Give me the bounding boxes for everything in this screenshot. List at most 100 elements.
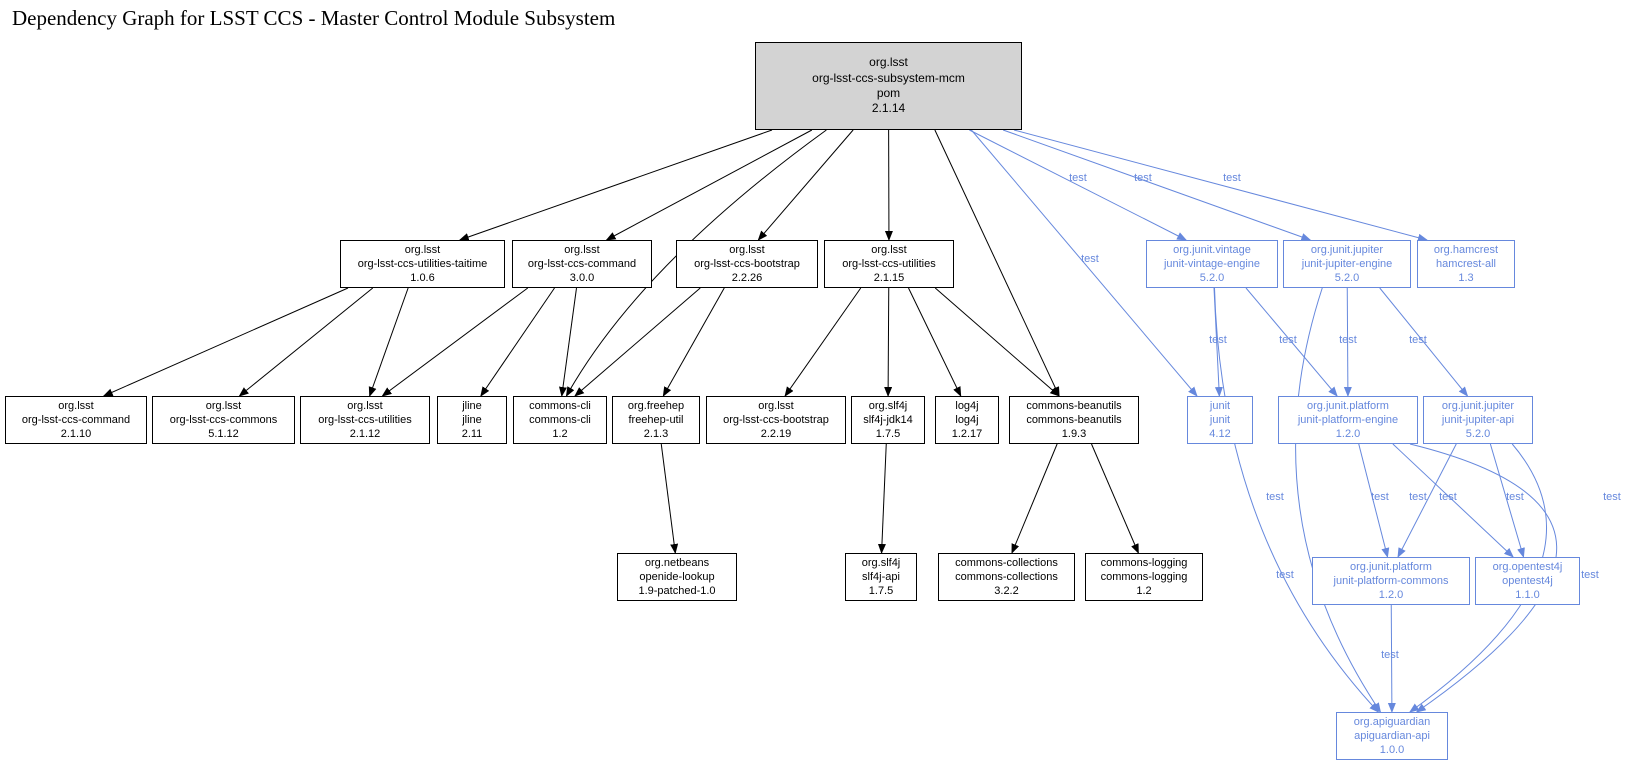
edge-slf4jJdk-slf4jApi [877,443,887,554]
edge-scope-label: test [1409,334,1427,346]
node-version: 1.2.17 [951,428,983,441]
graph-title: Dependency Graph for LSST CCS - Master C… [12,6,616,30]
node-group-id: org.netbeans [644,556,710,569]
node-artifact-id: commons-beanutils [1026,413,1122,426]
edge-scope-label: test [1223,172,1241,184]
edge-scope-label: test [1371,491,1389,503]
node-artifact-id: openide-lookup [639,570,715,583]
node-artifact-id: slf4j-jdk14 [863,413,913,426]
edge-mcm-jupiterEngine [1002,129,1312,241]
node-artifact-id: org-lsst-ccs-command [21,413,131,426]
edge-command3-commonsCli [559,287,577,397]
edge-jupiterEngine-platformEngine [1343,287,1352,397]
edge-platformEngine-platformCommons [1358,443,1390,558]
node-group-id: log4j [955,399,979,412]
edge-bootstrap26-commonsCli [574,287,701,397]
node-version: 2.1.3 [643,428,669,441]
edge-utilities15-beanutils [934,287,1060,397]
node-version: 2.1.15 [873,272,905,285]
edge-command3-utilities12 [381,287,529,397]
node-version: 2.1.10 [60,428,92,441]
node-group-id: org.junit.jupiter [1310,243,1384,256]
edge-mcm-command3 [605,129,813,241]
node-version: 5.2.0 [1465,428,1491,441]
node-group-id: org.slf4j [868,399,908,412]
node-version: 1.1.0 [1515,589,1540,602]
edge-platformEngine-opentest4j [1392,443,1514,558]
node-version: 1.9-patched-1.0 [638,585,716,598]
edge-mcm-junit4 [970,129,1198,397]
node-group-id: org.freehep [627,399,685,412]
node-group-id: org.lsst [871,243,907,256]
node-artifact-id: junit-vintage-engine [1163,257,1260,270]
edge-mcm-hamcrest [1013,129,1428,242]
edge-scope-label: test [1339,334,1357,346]
node-group-id: org.hamcrest [1433,243,1499,256]
node-artifact-id: opentest4j [1502,574,1553,587]
edge-scope-label: test [1506,491,1524,503]
edge-mcm-commonsCli [565,129,827,397]
edge-taitime-utilities12 [368,287,409,397]
edge-jupiterEngine-apiguardian [1295,287,1382,713]
node-artifact-id: jline [462,413,482,426]
node-group-id: org.lsst [869,55,908,70]
node-version: 1.7.5 [868,585,894,598]
edge-jupiterEngine-jupiterApi [1379,287,1469,397]
edge-scope-label: test [1134,172,1152,184]
node-artifact-id: junit-platform-commons [1333,574,1449,587]
edge-utilities15-slf4jJdk [884,287,893,397]
node-artifact-id: slf4j-api [862,570,900,583]
node-group-id: org.lsst [404,243,441,256]
edge-mcm-beanutils [934,129,1060,397]
node-version: 2.2.26 [731,272,763,285]
edge-freehep-openide [660,443,679,554]
node-group-id: org.lsst [758,399,794,412]
node-group-id: org.lsst [205,399,242,412]
edge-taitime-commons12 [238,287,374,397]
edge-command3-jline [480,287,555,397]
edge-mcm-taitime [458,129,773,241]
edge-beanutils-commonsCollections [1011,443,1058,554]
edge-scope-label: test [1409,491,1427,503]
node-group-id: jline [462,399,482,412]
node-group-id: org.junit.platform [1307,399,1389,412]
node-artifact-id: junit-platform-engine [1297,413,1399,426]
node-group-id: org.apiguardian [1353,715,1431,728]
node-artifact-id: org-lsst-ccs-commons [169,413,278,426]
node-artifact-id: junit-jupiter-engine [1301,257,1393,270]
node-artifact-id: org-lsst-ccs-bootstrap [694,257,800,270]
node-artifact-id: org-lsst-ccs-utilities-taitime [357,257,488,270]
node-version: 3.0.0 [569,272,595,285]
node-group-id: org.lsst [58,399,94,412]
node-version: 1.2.0 [1378,589,1404,602]
node-version: 2.1.12 [349,428,381,441]
edge-beanutils-commonsLogging [1091,443,1139,554]
node-group-id: org.opentest4j [1492,560,1563,573]
edge-scope-label: test [1381,649,1399,661]
node-version: 5.1.12 [208,428,239,441]
edge-platformEngine-apiguardian [1409,443,1558,713]
node-artifact-id: junit-jupiter-api [1441,413,1515,426]
edge-jupiterApi-platformCommons [1397,443,1457,558]
edge-mcm-bootstrap26 [757,129,854,241]
